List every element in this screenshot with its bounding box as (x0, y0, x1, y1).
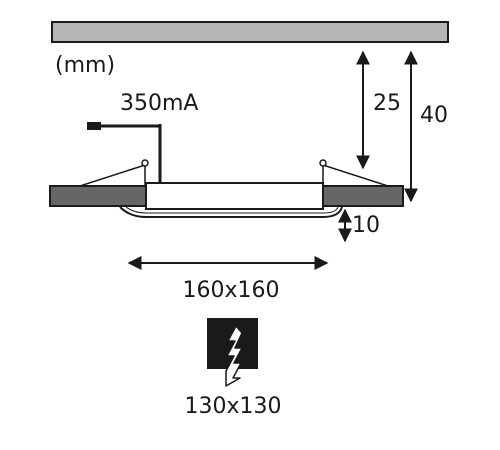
cable-connector (87, 122, 101, 130)
current-label: 350mA (120, 91, 198, 116)
ceiling-board (51, 21, 449, 43)
spring-clip-right (319, 159, 389, 187)
spring-clip-left (79, 159, 149, 187)
outer-size-label: 160x160 (182, 278, 279, 303)
dimension-label-40: 40 (420, 103, 448, 128)
dimension-label-10: 10 (352, 213, 380, 238)
luminaire-housing (145, 182, 324, 210)
right-ceiling-panel (322, 185, 404, 207)
luminaire-trim-inner (125, 206, 339, 214)
units-label: (mm) (55, 53, 115, 78)
cutout-size-label: 130x130 (184, 394, 281, 419)
dimension-label-25: 25 (373, 91, 401, 116)
left-ceiling-panel (49, 185, 147, 207)
driver-cable (87, 122, 162, 183)
cutout-hole-saw-icon (207, 318, 258, 387)
